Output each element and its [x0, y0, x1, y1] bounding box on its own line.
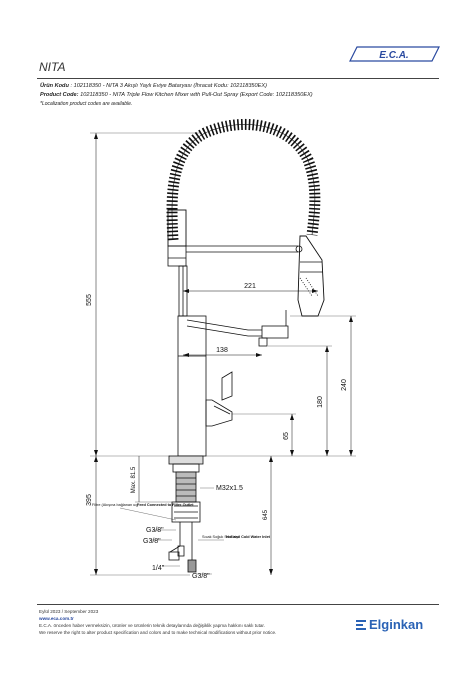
dim-65: 65 [283, 432, 290, 440]
product-code-label: Product Code: [40, 92, 79, 98]
callout-sicak-en: Hot and Cold Water Inlet [226, 535, 271, 539]
elginkan-brand: Elginkan [356, 617, 423, 632]
dim-q14: 1/4" [152, 565, 165, 572]
dim-240: 240 [341, 379, 348, 391]
urun-kodu-line: Ürün Kodu : 102118350 - NITA 3 Akışlı Ya… [40, 83, 267, 89]
callout-filtre-tr-text: Filtre (Akışına bağlanan uç) [92, 503, 139, 507]
elginkan-brand-text: Elginkan [369, 617, 424, 632]
callout-filtre-en-text: Feed Connected to Filter Outlet [137, 503, 194, 507]
callout-filtre-en: Feed Connected to Filter Outlet [137, 503, 194, 507]
dim-138: 138 [216, 347, 228, 354]
product-name: NITA [39, 60, 66, 74]
callout-sicak-en-text: Hot and Cold Water Inlet [226, 535, 271, 539]
footer-website[interactable]: www.eca.com.tr [39, 616, 74, 621]
footer-disclaimer-tr: E.C.A. önceden haber vermeksizin, ürünle… [39, 623, 265, 628]
header-divider [37, 78, 439, 79]
urun-kodu-value: : 102118350 - NITA 3 Akışlı Yaylı Eviye … [70, 83, 267, 89]
callout-filtre-tr: Filtre (Akışına bağlanan uç) [92, 503, 139, 507]
dim-g38a: G3/8" [146, 527, 164, 534]
elginkan-logo-icon [356, 619, 366, 630]
eca-logo-text: E.C.A. [379, 50, 408, 61]
dim-645: 645 [263, 509, 269, 520]
eca-logo: E.C.A. [349, 46, 440, 62]
dim-555: 555 [86, 294, 93, 306]
localization-note: *Localization product codes are availabl… [40, 101, 133, 107]
callout-sicak-tr: Sıcak Soğuk Su Girişi [202, 535, 239, 539]
dim-m32: M32x1.5 [216, 485, 243, 492]
footer-divider [37, 604, 439, 605]
dim-395: 395 [86, 494, 93, 506]
dim-221: 221 [244, 283, 256, 290]
product-code-line: Product Code: 102118350 - NITA Triple Fl… [40, 92, 313, 98]
urun-kodu-label: Ürün Kodu [40, 83, 69, 89]
callout-sicak-tr-text: Sıcak Soğuk Su Girişi [202, 535, 239, 539]
dim-g38c: G3/8" [192, 573, 210, 580]
dim-g38b: G3/8" [143, 538, 161, 545]
dim-max815: Max. 81.5 [131, 466, 137, 493]
footer-disclaimer-en: We reserve the right to alter product sp… [39, 630, 277, 635]
footer-date: Eylül 2023 / September 2023 [39, 609, 99, 614]
product-code-value: 102118350 - NITA Triple Flow Kitchen Mix… [80, 92, 313, 98]
dim-180: 180 [317, 396, 324, 408]
spring-coil [166, 118, 321, 241]
